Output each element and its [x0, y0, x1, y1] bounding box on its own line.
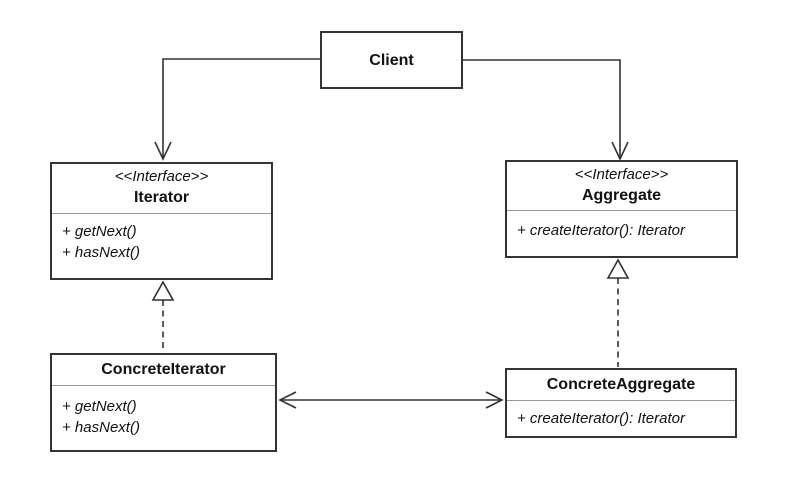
class-concrete-iterator-methods: + getNext() + hasNext(): [52, 385, 275, 438]
arrow-client-to-aggregate-line: [463, 59, 621, 159]
class-iterator: <<Interface>> Iterator + getNext() + has…: [50, 162, 273, 280]
class-client-name: Client: [369, 51, 414, 69]
class-concrete-iterator-name: ConcreteIterator: [101, 361, 226, 378]
method-item: + hasNext(): [62, 244, 140, 261]
realization-concreteaggregate-to-aggregate: [606, 258, 630, 367]
class-concrete-aggregate: ConcreteAggregate + createIterator(): It…: [505, 368, 737, 438]
open-arrowhead-icon: [611, 141, 629, 161]
class-concrete-aggregate-methods: + createIterator(): Iterator: [507, 400, 735, 429]
class-iterator-name: Iterator: [133, 189, 190, 206]
method-item: + getNext(): [62, 223, 137, 240]
hollow-triangle-icon: [606, 258, 630, 279]
method-item: + createIterator(): Iterator: [517, 410, 685, 427]
realization-concreteiterator-to-iterator: [151, 280, 175, 352]
class-aggregate-name: Aggregate: [581, 187, 662, 204]
class-iterator-stereotype: <<Interface>>: [114, 168, 209, 185]
class-aggregate-header: <<Interface>> Aggregate: [507, 162, 736, 210]
class-client: Client: [320, 31, 463, 89]
method-item: + hasNext(): [62, 419, 140, 436]
hollow-triangle-icon: [151, 280, 175, 301]
class-aggregate: <<Interface>> Aggregate + createIterator…: [505, 160, 738, 258]
arrow-concreteiterator-concreteaggregate: [278, 391, 504, 409]
arrow-client-to-iterator-line: [162, 58, 320, 159]
method-item: + getNext(): [62, 398, 137, 415]
open-arrowhead-left-icon: [278, 391, 297, 409]
class-concrete-iterator-header: ConcreteIterator: [52, 355, 275, 385]
open-arrowhead-icon: [154, 141, 172, 161]
class-aggregate-stereotype: <<Interface>>: [574, 166, 669, 183]
class-iterator-methods: + getNext() + hasNext(): [52, 213, 271, 263]
class-aggregate-methods: + createIterator(): Iterator: [507, 210, 736, 241]
class-concrete-aggregate-header: ConcreteAggregate: [507, 370, 735, 400]
class-concrete-iterator: ConcreteIterator + getNext() + hasNext(): [50, 353, 277, 452]
class-iterator-header: <<Interface>> Iterator: [52, 164, 271, 213]
method-item: + createIterator(): Iterator: [517, 222, 685, 239]
arrow-client-to-aggregate: [463, 59, 629, 161]
class-concrete-aggregate-name: ConcreteAggregate: [546, 376, 696, 393]
arrow-client-to-iterator: [154, 58, 320, 161]
open-arrowhead-right-icon: [485, 391, 504, 409]
